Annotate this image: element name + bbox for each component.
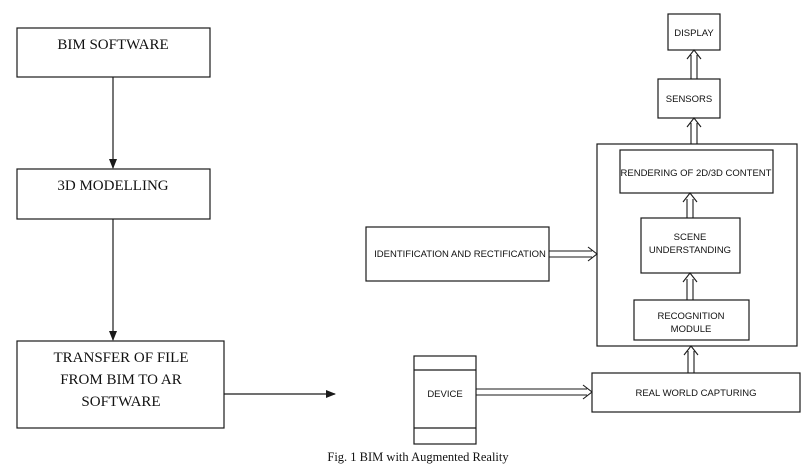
node-3d-modelling-label: 3D MODELLING (57, 178, 168, 194)
node-scene-line-2: UNDERSTANDING (649, 245, 731, 256)
double-arrow-scene-to-rendering (682, 192, 698, 218)
node-bim-software-label: BIM SOFTWARE (57, 37, 168, 53)
double-arrow-sensors-to-display (686, 49, 702, 79)
node-device: DEVICE (413, 355, 477, 445)
node-recognition-line-2: MODULE (671, 324, 712, 335)
node-sensors-label: SENSORS (666, 94, 712, 105)
node-real-world-capturing: REAL WORLD CAPTURING (591, 372, 801, 413)
node-recognition-module: RECOGNITION MODULE (633, 299, 750, 341)
node-sensors: SENSORS (657, 78, 721, 119)
node-recognition-line-1: RECOGNITION (657, 311, 724, 322)
node-transfer-line-2: FROM BIM TO AR (60, 372, 182, 388)
node-identification-label: IDENTIFICATION AND RECTIFICATION (374, 249, 546, 260)
node-3d-modelling: 3D MODELLING (16, 168, 211, 220)
double-arrow-frame-to-sensors (686, 117, 702, 144)
node-display-label: DISPLAY (674, 28, 714, 39)
double-arrow-identification-to-frame (549, 246, 598, 262)
double-arrow-realworld-to-frame (683, 345, 699, 373)
node-real-world-label: REAL WORLD CAPTURING (635, 388, 756, 399)
node-transfer-file: TRANSFER OF FILE FROM BIM TO AR SOFTWARE (16, 340, 225, 429)
figure-caption: Fig. 1 BIM with Augmented Reality (327, 450, 509, 464)
node-rendering: RENDERING OF 2D/3D CONTENT (619, 149, 774, 194)
node-identification: IDENTIFICATION AND RECTIFICATION (365, 226, 550, 282)
double-arrow-recognition-to-scene (682, 272, 698, 300)
node-transfer-line-1: TRANSFER OF FILE (53, 350, 188, 366)
node-transfer-line-3: SOFTWARE (81, 394, 160, 410)
node-scene-line-1: SCENE (674, 232, 707, 243)
node-scene-understanding: SCENE UNDERSTANDING (640, 217, 741, 274)
node-display: DISPLAY (667, 13, 721, 51)
ar-processing-frame (596, 143, 798, 347)
double-arrow-device-to-realworld (476, 384, 593, 400)
node-bim-software: BIM SOFTWARE (16, 27, 211, 78)
node-rendering-label: RENDERING OF 2D/3D CONTENT (621, 168, 772, 179)
node-device-label: DEVICE (427, 389, 462, 400)
